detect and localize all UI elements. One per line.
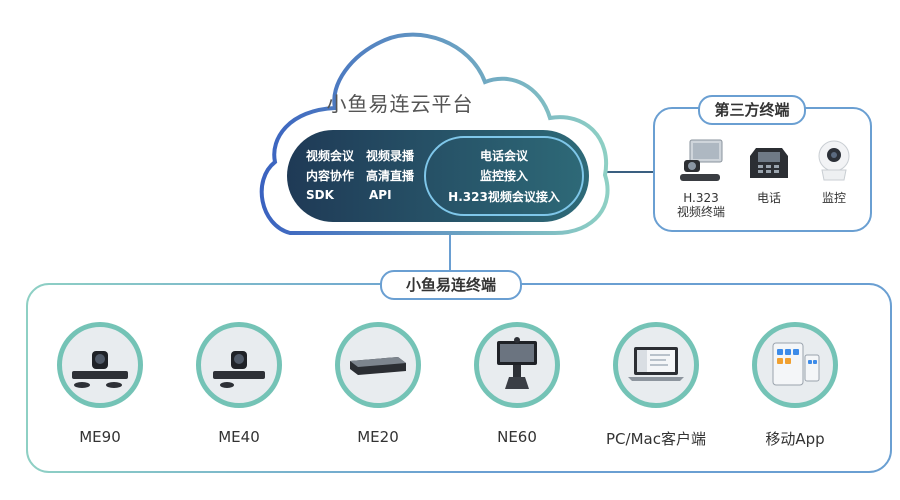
feature-phone-conference: 电话会议 xyxy=(479,149,528,163)
feature-video-recording: 视频录播 xyxy=(366,149,415,163)
cloud-feature-panel xyxy=(287,130,589,222)
feature-hd-live: 高清直播 xyxy=(366,169,415,183)
terminals-label: 小鱼易连终端 xyxy=(380,270,522,300)
device-label-pc-mac: PC/Mac客户端 xyxy=(606,430,706,448)
ne60-device-icon xyxy=(474,322,560,408)
device-label-me20: ME20 xyxy=(357,428,399,446)
laptop-icon xyxy=(613,322,699,408)
device-label-me40: ME40 xyxy=(218,428,260,446)
camera-icon xyxy=(816,138,852,188)
camera-label: 监控 xyxy=(821,191,846,205)
feature-h323-access: H.323视频会议接入 xyxy=(448,190,560,204)
device-label-mobile-app: 移动App xyxy=(765,430,825,448)
me40-device-icon xyxy=(196,322,282,408)
device-label-ne60: NE60 xyxy=(497,428,537,446)
h323-terminal-label: H.323 视频终端 xyxy=(676,191,725,219)
feature-monitor-access: 监控接入 xyxy=(479,169,528,183)
mobile-app-icon xyxy=(752,322,838,408)
device-label-me90: ME90 xyxy=(79,428,121,446)
cloud-highlight-panel xyxy=(424,136,584,216)
feature-sdk: SDK xyxy=(306,188,334,202)
third-party-label: 第三方终端 xyxy=(698,95,806,125)
feature-content-collab: 内容协作 xyxy=(306,169,355,183)
feature-api: API xyxy=(369,188,392,202)
me90-device-icon xyxy=(57,322,143,408)
phone-icon xyxy=(746,142,792,188)
feature-video-conference: 视频会议 xyxy=(306,149,355,163)
h323-terminal-icon xyxy=(676,138,726,190)
me20-device-icon xyxy=(335,322,421,408)
cloud-platform-title: 小鱼易连云平台 xyxy=(326,92,474,116)
phone-label: 电话 xyxy=(756,191,781,205)
